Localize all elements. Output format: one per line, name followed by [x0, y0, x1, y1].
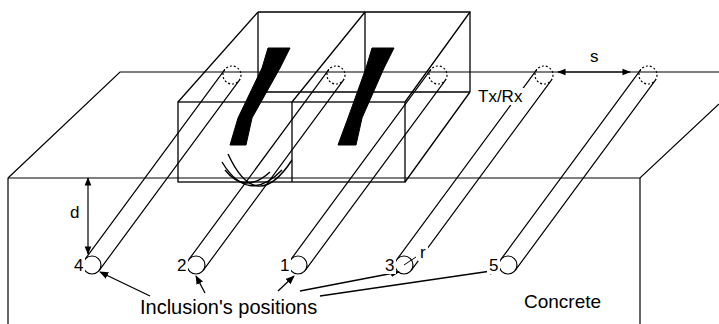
wave-arcs [222, 154, 292, 186]
callout-number: 4 [72, 257, 85, 274]
rod-back-end [429, 66, 447, 84]
antenna-box [178, 12, 470, 182]
callout-number: 1 [278, 257, 291, 274]
callout-number: 2 [175, 257, 188, 274]
rod-front-end [83, 256, 101, 274]
caption-label: Inclusion's positions [138, 297, 319, 317]
radius-label: r [418, 244, 428, 261]
position-leaders [100, 270, 498, 296]
rod-back-end [223, 66, 241, 84]
antenna-label: Tx/Rx [476, 88, 524, 105]
rod-back-end [535, 66, 553, 84]
spacing-label: s [588, 48, 601, 65]
rod-outline [85, 70, 239, 271]
rod-front-end [289, 256, 307, 274]
material-label: Concrete [522, 292, 603, 311]
radius-line [404, 257, 416, 265]
rod-front-end [187, 256, 205, 274]
rod-back-end [327, 66, 345, 84]
bowtie-antennas [230, 48, 394, 145]
rod-back-end [639, 66, 657, 84]
callout-number: 3 [383, 257, 396, 274]
spacing-arrow [558, 71, 630, 72]
rod-outline [189, 70, 343, 271]
depth-label: d [68, 204, 81, 221]
rod-outline [397, 70, 551, 271]
callout-number: 5 [487, 257, 500, 274]
depth-arrow [87, 178, 88, 254]
inclusion-rods [83, 66, 657, 274]
rod-front-end [499, 256, 517, 274]
